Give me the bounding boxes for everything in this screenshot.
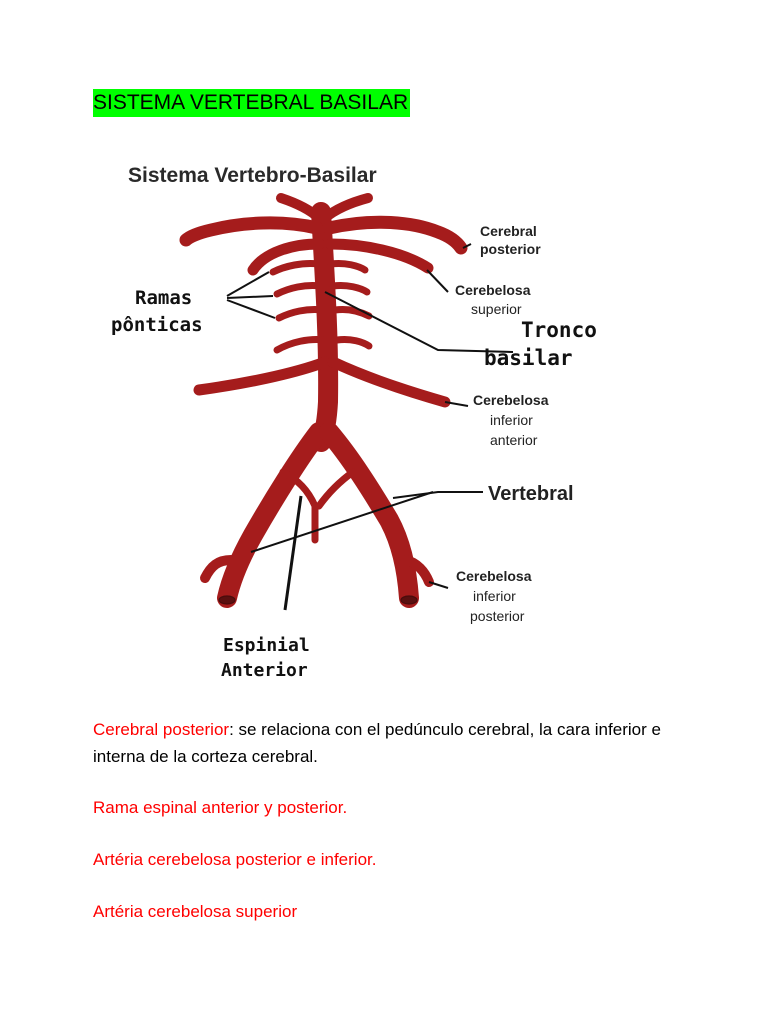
- term-cerebelosa-posterior-inferior: Artéria cerebelosa posterior e inferior.: [93, 850, 377, 869]
- label-cerebelosa-inferior-anterior: Cerebelosa: [473, 392, 549, 408]
- term-cerebral-posterior: Cerebral posterior: [93, 720, 230, 739]
- label-tronco-basilar: Tronco: [521, 318, 597, 342]
- superior-cerebellar-right: [325, 238, 434, 274]
- pontine-branch: [269, 260, 323, 276]
- posterior-cerebral-left: [179, 216, 324, 247]
- label-cerebral-posterior: posterior: [480, 241, 541, 257]
- anterior-spinal-left-root: [279, 468, 319, 544]
- term-cerebelosa-superior: Artéria cerebelosa superior: [93, 902, 298, 921]
- pontine-branch: [331, 306, 373, 320]
- aica-right: [327, 356, 451, 408]
- label-cerebelosa-inferior-posterior: Cerebelosa: [456, 568, 532, 584]
- pontine-branch: [273, 336, 329, 354]
- right-vertebral-end: [400, 595, 418, 605]
- pontine-branch: [275, 306, 327, 322]
- pica-left: [200, 555, 236, 583]
- pontine-branch: [333, 336, 373, 350]
- label-cerebelosa-inferior-anterior: inferior: [490, 412, 533, 428]
- leader-line: [462, 243, 472, 249]
- pontine-branch: [329, 282, 371, 296]
- leader-lines: [226, 243, 514, 611]
- term-rama-espinal: Rama espinal anterior y posterior.: [93, 798, 348, 817]
- pontine-branch: [273, 282, 325, 298]
- leader-line: [324, 291, 514, 353]
- pica-right: [400, 555, 434, 587]
- description-cerebral-posterior: : se relaciona con el pedúnculo cerebral…: [93, 720, 661, 766]
- artery-tree: [179, 193, 468, 608]
- leader-line: [226, 271, 270, 297]
- superior-cerebellar-left: [247, 238, 325, 276]
- label-espinial-anterior: Anterior: [221, 660, 308, 681]
- paragraph-cerebral-posterior: Cerebral posterior: se relaciona con el …: [93, 716, 673, 770]
- leader-line: [426, 269, 449, 293]
- aica-left: [193, 356, 331, 396]
- paragraph-rama-espinal: Rama espinal anterior y posterior.: [93, 794, 673, 821]
- top-left-twig: [276, 193, 324, 223]
- leader-line: [444, 401, 469, 407]
- label-tronco-basilar: basilar: [484, 346, 573, 370]
- left-vertebral-end: [218, 595, 236, 605]
- anterior-spinal-right-root: [315, 468, 357, 510]
- leader-line: [226, 299, 276, 319]
- diagram-title: Sistema Vertebro-Basilar: [128, 164, 377, 187]
- label-cerebelosa-superior: Cerebelosa: [455, 282, 531, 298]
- vertebrobasilar-diagram: Sistema Vertebro-Basilar: [93, 140, 681, 696]
- leader-line: [428, 581, 449, 589]
- label-cerebral-posterior: Cerebral: [480, 223, 537, 239]
- leader-line: [226, 295, 274, 299]
- label-cerebelosa-inferior-anterior: anterior: [490, 432, 538, 448]
- paragraph-cerebelosa-superior: Artéria cerebelosa superior: [93, 898, 673, 925]
- label-cerebelosa-superior: superior: [471, 301, 522, 317]
- label-cerebelosa-inferior-posterior: inferior: [473, 588, 516, 604]
- vertebral-left: [217, 422, 329, 608]
- label-cerebelosa-inferior-posterior: posterior: [470, 608, 525, 624]
- label-ramas-ponticas: pônticas: [111, 314, 203, 336]
- posterior-cerebral-right: [322, 215, 468, 255]
- label-ramas-ponticas: Ramas: [135, 287, 192, 309]
- pontine-branch: [327, 260, 369, 274]
- leader-line: [283, 495, 303, 611]
- leader-line: [250, 491, 434, 553]
- vertebral-right: [319, 422, 419, 608]
- page-heading: SISTEMA VERTEBRAL BASILAR: [93, 89, 411, 117]
- label-vertebral: Vertebral: [488, 483, 574, 505]
- top-right-twig: [320, 193, 373, 223]
- label-espinial-anterior: Espinial: [223, 635, 310, 656]
- leader-line: [392, 491, 483, 499]
- paragraph-cerebelosa-posterior-inferior: Artéria cerebelosa posterior e inferior.: [93, 846, 673, 873]
- diagram-svg: Sistema Vertebro-Basilar: [111, 164, 597, 681]
